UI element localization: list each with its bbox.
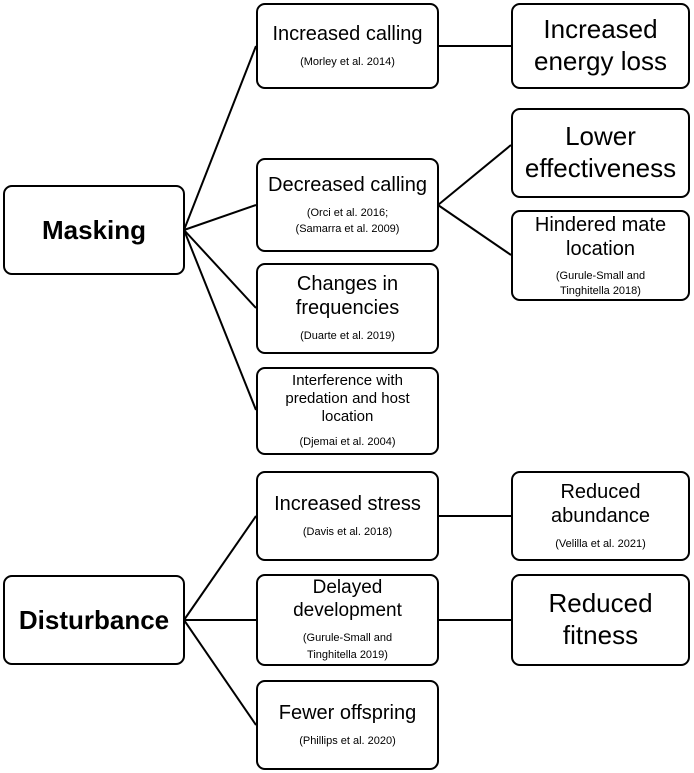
node-citation: (Phillips et al. 2020) — [299, 734, 396, 747]
node-title-line: Delayed — [312, 576, 383, 598]
node-disturbance: Disturbance — [3, 575, 185, 665]
node-citation-line: (Gurule-Small and — [555, 269, 646, 282]
node-title-line: Changes in — [296, 273, 399, 296]
node-masking-label: Masking — [41, 214, 147, 245]
node-reduced-abundance: Reduced abundance (Velilla et al. 2021) — [511, 471, 690, 561]
node-increased-energy-loss: Increased energy loss — [511, 3, 690, 89]
node-citation-line: Tinghitella 2018) — [560, 284, 641, 297]
node-title-line: development — [293, 599, 402, 621]
node-masking: Masking — [3, 185, 185, 275]
node-reduced-fitness: Reduced fitness — [511, 574, 690, 666]
node-title-line: Hindered mate — [534, 213, 667, 236]
node-title-line: effectiveness — [524, 153, 677, 183]
node-citation-line: (Gurule-Small and — [302, 632, 393, 645]
connector-masking-decreased-calling — [183, 204, 257, 231]
node-disturbance-label: Disturbance — [18, 604, 170, 635]
connector-masking-changes-in-frequencies — [183, 229, 257, 309]
node-title-line: Reduced — [560, 480, 641, 503]
node-title-line: fitness — [562, 620, 639, 650]
node-delayed-development: Delayed development (Gurule-Small and Ti… — [256, 574, 439, 666]
connector-decreased-calling-hindered-mate — [437, 204, 512, 256]
node-citation-line: (Samarra et al. 2009) — [295, 223, 400, 235]
node-title-line: location — [321, 407, 374, 425]
node-citation: (Djemai et al. 2004) — [299, 435, 396, 448]
node-citation: (Duarte et al. 2019) — [300, 330, 395, 343]
node-changes-in-frequencies: Changes in frequencies (Duarte et al. 20… — [256, 263, 439, 354]
node-hindered-mate-location: Hindered mate location (Gurule-Small and… — [511, 210, 690, 301]
node-fewer-offspring: Fewer offspring (Phillips et al. 2020) — [256, 680, 439, 770]
connector-disturbance-fewer-offspring — [183, 619, 257, 726]
node-decreased-calling: Decreased calling (Orci et al. 2016; (Sa… — [256, 158, 439, 252]
node-title-line: Reduced — [548, 588, 653, 619]
node-lower-effectiveness: Lower effectiveness — [511, 108, 690, 198]
node-title: Increased stress — [274, 492, 421, 515]
node-increased-stress: Increased stress (Davis et al. 2018) — [256, 471, 439, 561]
node-increased-calling: Increased calling (Morley et al. 2014) — [256, 3, 439, 89]
node-citation-line: Tinghitella 2019) — [307, 648, 388, 661]
node-title-line: predation and host — [285, 389, 410, 407]
node-citation: (Morley et al. 2014) — [300, 55, 395, 68]
node-citation: (Davis et al. 2018) — [302, 525, 393, 538]
node-title: Increased calling — [272, 22, 423, 45]
node-citation: (Velilla et al. 2021) — [555, 537, 646, 550]
connector-disturbance-increased-stress — [183, 515, 257, 621]
connector-masking-interference — [183, 229, 257, 411]
node-interference: Interference with predation and host loc… — [256, 367, 439, 455]
node-title-line: Increased — [543, 14, 658, 45]
connector-decreased-calling-lower-effectiveness — [437, 144, 512, 206]
node-title-line: abundance — [551, 504, 650, 527]
node-title: Fewer offspring — [278, 701, 417, 724]
node-title-line: frequencies — [295, 297, 400, 320]
node-title-line: Lower — [565, 121, 636, 152]
node-title-line: energy loss — [534, 46, 667, 76]
node-title: Decreased calling — [268, 173, 427, 196]
node-citation-line: (Orci et al. 2016; — [306, 206, 389, 219]
node-title-line: Interference with — [292, 371, 403, 389]
node-title-line: location — [566, 237, 635, 260]
connector-masking-increased-calling — [183, 45, 257, 231]
